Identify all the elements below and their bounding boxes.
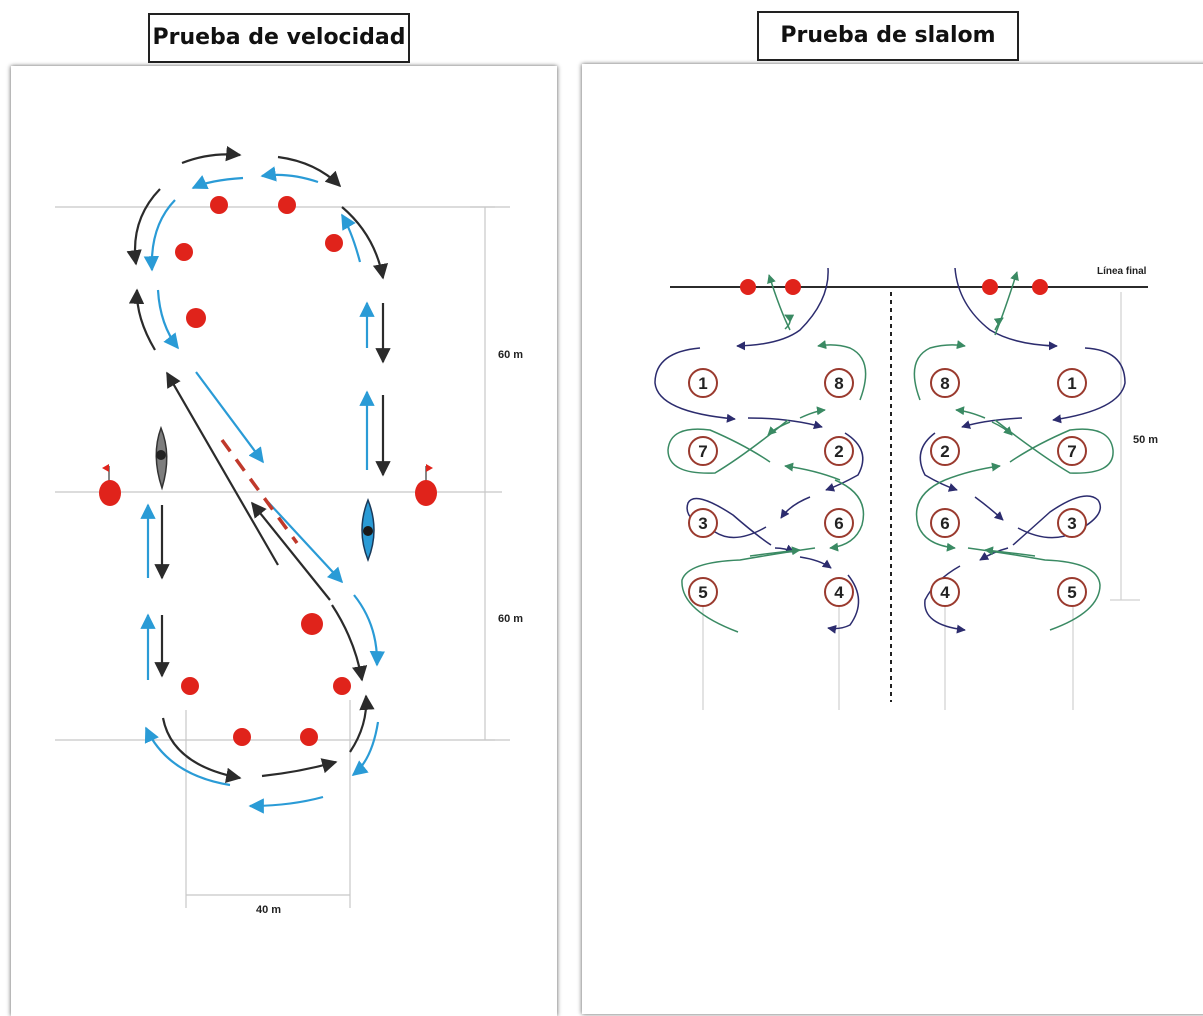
gate-number: 5: [1067, 583, 1076, 602]
gate-number: 3: [698, 514, 707, 533]
left-flag-buoy: [99, 464, 121, 506]
right-gate-6: 6: [930, 508, 960, 538]
red-dashed-line: [220, 438, 299, 545]
gate-number: 6: [834, 514, 843, 533]
gate-number: 8: [834, 374, 843, 393]
gate-number: 6: [940, 514, 949, 533]
dimension-lines: [185, 206, 495, 908]
right-gate-3: 3: [1057, 508, 1087, 538]
finish-buoys: [740, 279, 1048, 295]
speed-test-title: Prueba de velocidad: [148, 13, 410, 63]
slalom-test-diagram: Línea final 50 m: [654, 266, 1158, 710]
right-flag-buoy: [415, 464, 437, 506]
slalom-test-panel: [582, 64, 1203, 1014]
left-gate-5: 5: [688, 577, 718, 607]
left-green-path: [667, 274, 867, 633]
gate-number: 5: [698, 583, 707, 602]
speed-buoys: [175, 196, 351, 746]
blue-kayak-icon: [361, 497, 375, 563]
right-gate-1: 1: [1057, 368, 1087, 398]
gate-number: 1: [1067, 374, 1076, 393]
right-gate-5: 5: [1057, 577, 1087, 607]
blue-course-arrows: [140, 166, 386, 814]
gate-number: 7: [698, 442, 707, 461]
gate-number: 1: [698, 374, 707, 393]
left-gate-2: 2: [824, 436, 854, 466]
right-gate-7: 7: [1057, 436, 1087, 466]
left-gate-6: 6: [824, 508, 854, 538]
right-navy-path: [919, 267, 1126, 634]
left-gate-3: 3: [688, 508, 718, 538]
left-gate-7: 7: [688, 436, 718, 466]
dim-bottom-label: 60 m: [498, 613, 523, 625]
gate-number: 7: [1067, 442, 1076, 461]
dim-top-label: 60 m: [498, 349, 523, 361]
gate-number: 4: [940, 583, 950, 602]
slalom-dim-label: 50 m: [1133, 434, 1158, 446]
slalom-guide-lines: [702, 292, 1140, 710]
left-gate-8: 8: [824, 368, 854, 398]
dim-width-label: 40 m: [256, 904, 281, 916]
speed-test-panel: [11, 66, 557, 1016]
right-gate-2: 2: [930, 436, 960, 466]
left-gate-1: 1: [688, 368, 718, 398]
gate-number: 8: [940, 374, 949, 393]
gray-kayak-icon: [155, 425, 168, 491]
left-navy-path: [654, 267, 864, 634]
gate-number: 4: [834, 583, 844, 602]
left-gate-4: 4: [824, 577, 854, 607]
finish-line-label: Línea final: [1097, 266, 1147, 277]
gate-number: 3: [1067, 514, 1076, 533]
gate-number: 2: [834, 442, 843, 461]
speed-test-diagram: 60 m 60 m 40 m: [55, 145, 523, 916]
right-green-path: [913, 271, 1114, 631]
slalom-test-title: Prueba de slalom: [757, 11, 1019, 61]
black-course-arrows: [126, 145, 391, 783]
gate-number: 2: [940, 442, 949, 461]
right-gate-8: 8: [930, 368, 960, 398]
right-gate-4: 4: [930, 577, 960, 607]
